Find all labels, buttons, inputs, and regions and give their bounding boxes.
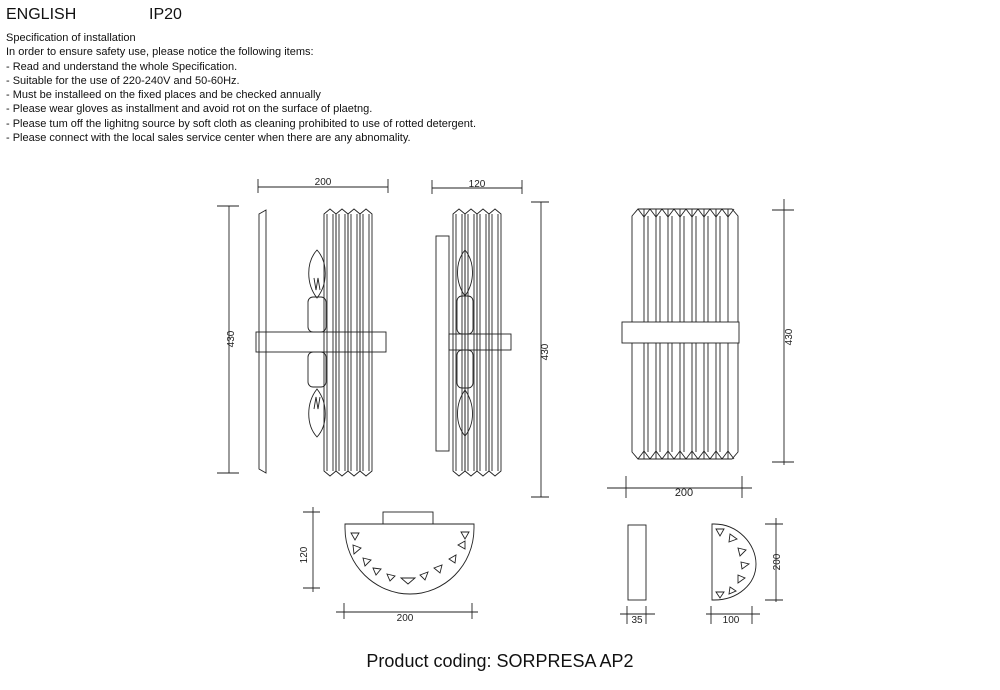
- spec-item: - Read and understand the whole Specific…: [6, 60, 238, 73]
- side-view: 200 430: [217, 177, 389, 477]
- side-height-label: 430: [226, 330, 237, 347]
- language-label: ENGLISH: [6, 6, 77, 23]
- top-width-label: 200: [397, 613, 414, 624]
- backplate-view: 35: [620, 524, 655, 626]
- product-coding: Product coding: SORPRESA AP2: [366, 651, 634, 671]
- side-width-label: 200: [315, 177, 332, 188]
- spec-title: Specification of installation: [6, 32, 136, 44]
- spec-item: - Must be installeed on the fixed places…: [6, 89, 321, 102]
- cross-section-view: 200 100: [706, 518, 783, 626]
- cross-depth-label: 100: [723, 615, 740, 626]
- spec-intro: In order to ensure safety use, please no…: [6, 46, 314, 59]
- spec-item: - Please connect with the local sales se…: [6, 132, 411, 145]
- front-width-label: 200: [675, 487, 693, 499]
- specification-block: Specification of installation In order t…: [6, 31, 476, 145]
- header: ENGLISH IP20: [6, 6, 182, 24]
- top-depth-label: 120: [299, 546, 310, 563]
- front-height-label: 430: [784, 328, 795, 345]
- profile-height-label: 430: [540, 343, 551, 360]
- front-view: 430 200: [607, 199, 795, 499]
- spec-item: - Suitable for the use of 220-240V and 5…: [6, 74, 240, 87]
- backplate-width-label: 35: [631, 615, 643, 626]
- profile-view: 120 430: [431, 179, 551, 498]
- cross-height-label: 200: [772, 553, 783, 570]
- profile-depth-label: 120: [469, 179, 486, 190]
- spec-item: - Please tum off the lighitng source by …: [6, 117, 477, 130]
- spec-item: - Please wear gloves as installment and …: [6, 103, 373, 116]
- top-view: 120 200: [299, 507, 478, 624]
- ip-rating: IP20: [149, 6, 182, 23]
